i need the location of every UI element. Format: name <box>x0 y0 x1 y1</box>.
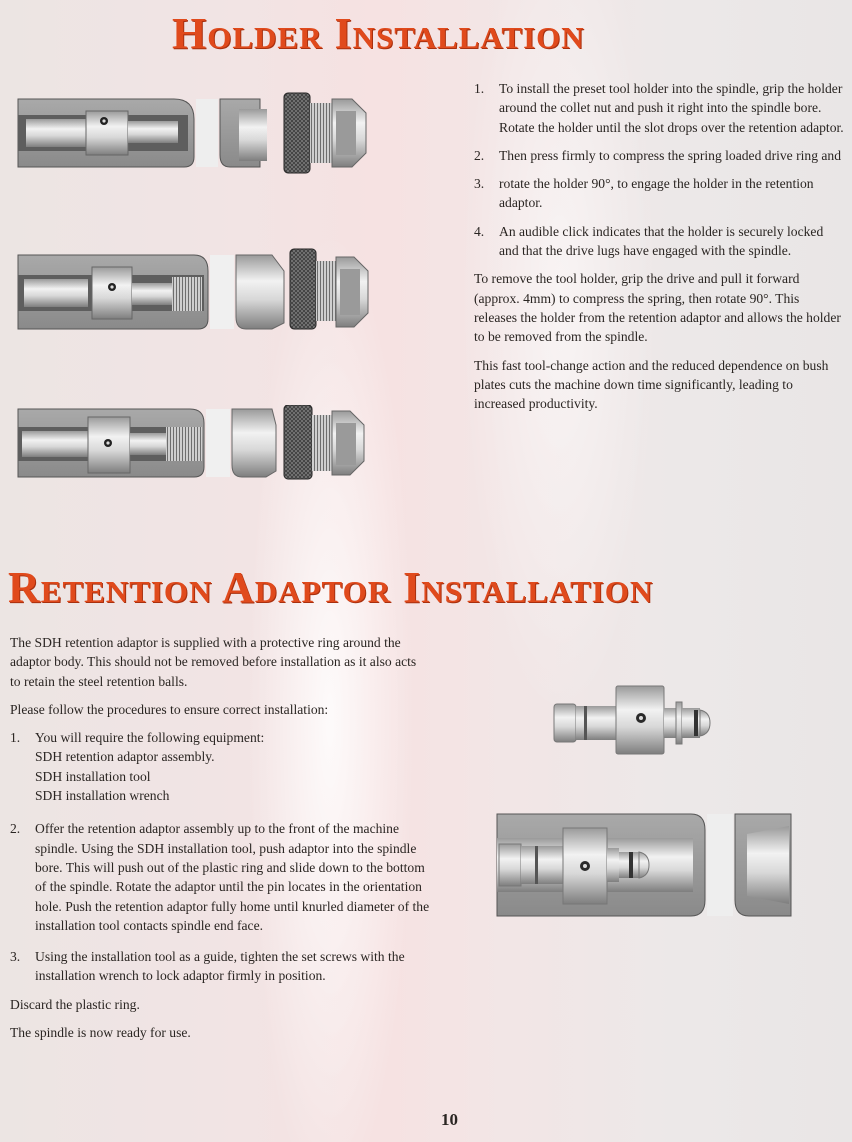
holder-step-3-illustration <box>17 405 365 480</box>
holder-step-2-illustration <box>17 248 369 330</box>
step-number: 3. <box>10 949 21 965</box>
retention-step: 1. You will require the following equipm… <box>10 728 430 805</box>
holder-step: 4. An audible click indicates that the ho… <box>474 222 844 261</box>
retention-step: 2. Offer the retention adaptor assembly u… <box>10 819 430 935</box>
intro-paragraph: The SDH retention adaptor is supplied wi… <box>10 635 417 689</box>
step-text: Using the installation tool as a guide, … <box>35 949 405 984</box>
retention-adaptor-text: The SDH retention adaptor is supplied wi… <box>10 633 430 1051</box>
step-number: 1. <box>10 730 21 746</box>
step-text: Then press firmly to compress the spring… <box>499 147 842 163</box>
removal-paragraph: To remove the tool holder, grip the driv… <box>474 271 841 345</box>
procedure-intro: Please follow the procedures to ensure c… <box>10 701 329 717</box>
step-number: 3. <box>474 176 485 192</box>
step-text: rotate the holder 90°, to engage the hol… <box>499 176 814 211</box>
retention-adaptor-illustration <box>553 685 711 755</box>
holder-step: 3. rotate the holder 90°, to engage the h… <box>474 174 844 213</box>
holder-step: 2. Then press firmly to compress the spri… <box>474 146 844 165</box>
equipment-item: SDH installation wrench <box>35 788 170 804</box>
holder-step-1-illustration <box>17 92 367 174</box>
step-text: Offer the retention adaptor assembly up … <box>35 821 430 933</box>
step-number: 1. <box>474 81 485 96</box>
step-text: To install the preset tool holder into t… <box>499 81 844 135</box>
step-number: 2. <box>474 147 485 163</box>
retention-steps-list: 1. You will require the following equipm… <box>10 728 430 986</box>
page-number: 10 <box>441 1110 458 1129</box>
benefit-paragraph: This fast tool-change action and the red… <box>474 357 829 412</box>
adaptor-in-spindle-illustration <box>496 813 792 917</box>
holder-steps-list: 1. To install the preset tool holder into… <box>474 79 844 260</box>
holder-step: 1. To install the preset tool holder into… <box>474 79 844 137</box>
holder-installation-title: Holder Installation <box>172 9 585 58</box>
equipment-item: SDH retention adaptor assembly. <box>35 749 215 765</box>
retention-adaptor-title: Retention Adaptor Installation <box>8 563 654 612</box>
step-text: An audible click indicates that the hold… <box>499 223 824 259</box>
step-text: You will require the following equipment… <box>35 730 265 746</box>
retention-step: 3. Using the installation tool as a guide… <box>10 947 430 986</box>
discard-note: Discard the plastic ring. <box>10 996 140 1012</box>
equipment-item: SDH installation tool <box>35 768 151 784</box>
holder-installation-text: 1. To install the preset tool holder into… <box>474 79 844 422</box>
step-number: 2. <box>10 821 21 837</box>
ready-note: The spindle is now ready for use. <box>10 1025 191 1041</box>
step-number: 4. <box>474 223 485 239</box>
